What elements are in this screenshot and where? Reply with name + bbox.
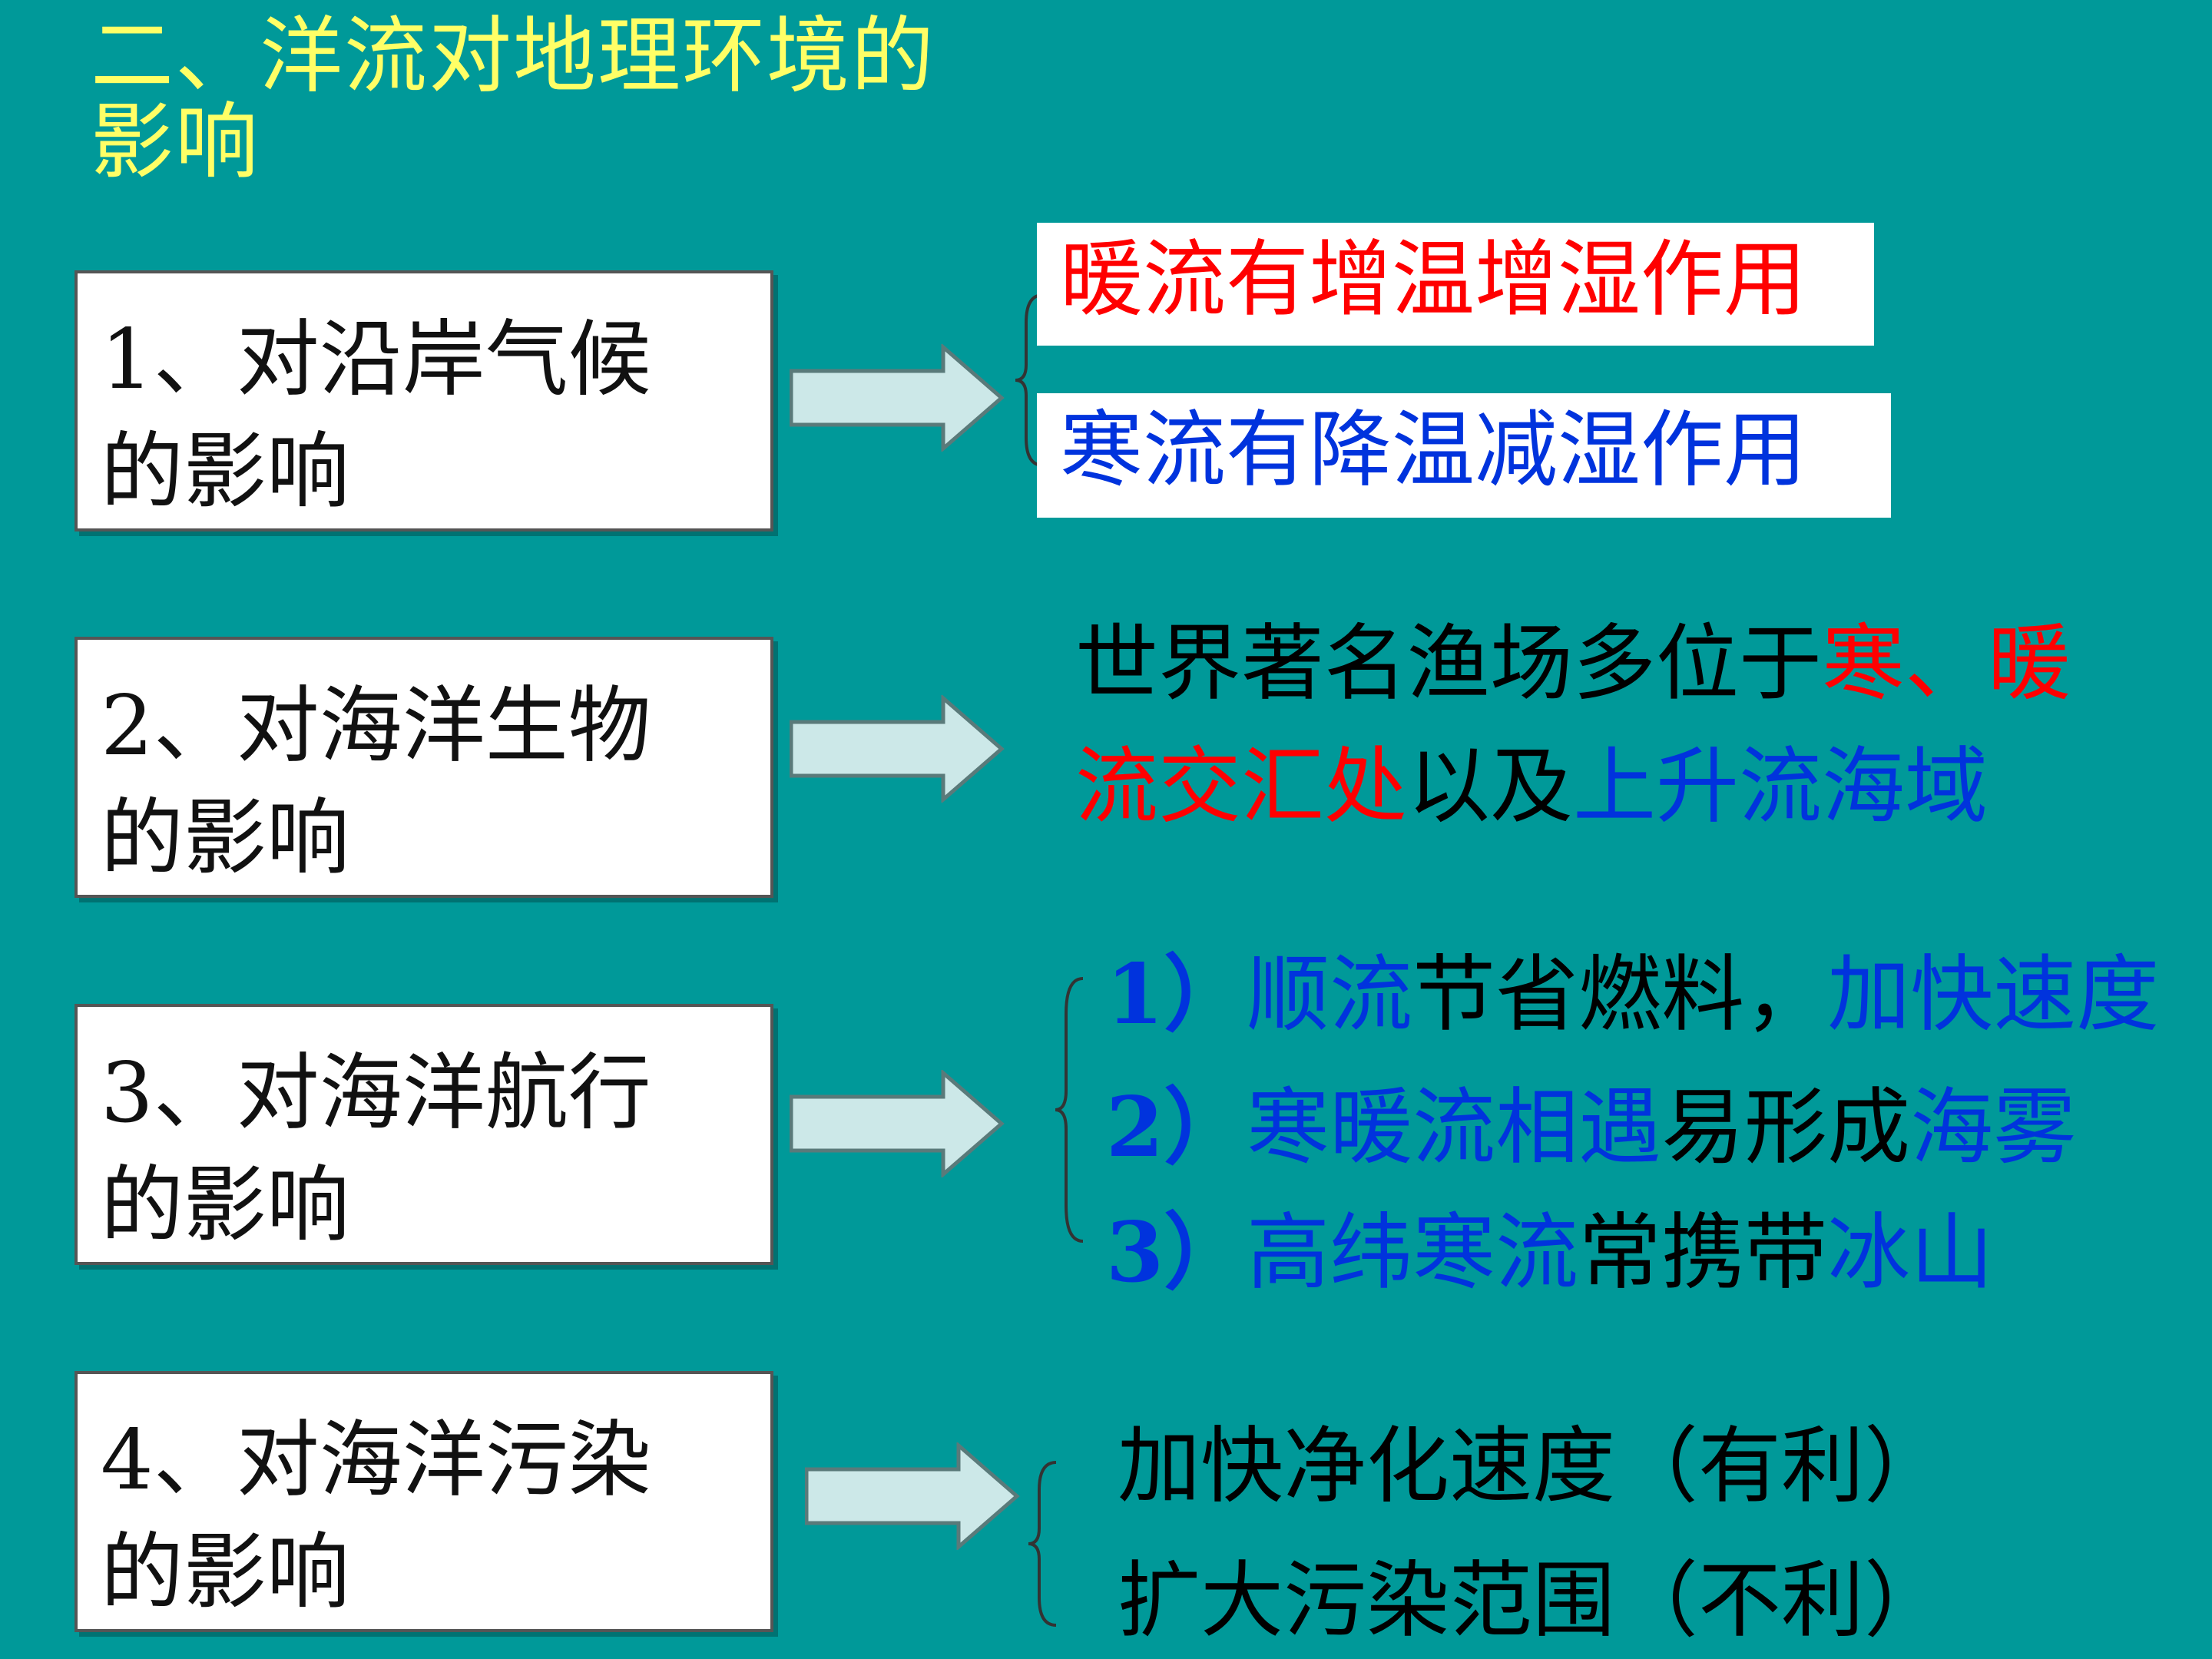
pollution-harm: 扩大污染范围（不利） bbox=[1118, 1553, 1948, 1649]
topic-label-line2: 的影响 bbox=[101, 424, 350, 520]
navigation-item-highlight: 冰山 bbox=[1827, 1205, 1994, 1301]
slide-title-line2: 影响 bbox=[91, 94, 260, 190]
fishery-highlight-warm-cold: 寒、暖 bbox=[1822, 616, 2071, 712]
fishery-text: 世界著名渔场多位于 bbox=[1075, 616, 1823, 712]
navigation-item-text: 易形成 bbox=[1661, 1080, 1911, 1176]
topic-label-line1: 2、对海洋生物 bbox=[101, 678, 651, 774]
arrow-right-icon bbox=[790, 695, 1005, 803]
topic-box-biology: 2、对海洋生物 的影响 bbox=[75, 637, 773, 898]
navigation-item-number: 1） bbox=[1106, 946, 1247, 1043]
slide-title: 二、洋流对地理环境的 影响 bbox=[91, 14, 935, 186]
topic-label-line1: 4、对海洋污染 bbox=[101, 1412, 651, 1508]
fishery-line1: 世界著名渔场多位于寒、暖 bbox=[1075, 607, 2071, 722]
navigation-item-text: 常携带 bbox=[1578, 1205, 1828, 1301]
navigation-item-1: 1）顺流节省燃料，加快速度 bbox=[1106, 937, 2159, 1053]
topic-label-line2: 的影响 bbox=[101, 790, 350, 886]
navigation-item-2: 2）寒暖流相遇易形成海雾 bbox=[1106, 1070, 2076, 1186]
cold-current-effect: 寒流有降温减湿作用 bbox=[1037, 393, 1891, 518]
arrow-right-icon bbox=[805, 1442, 1020, 1550]
topic-label-line1: 1、对沿岸气候 bbox=[101, 312, 651, 408]
fishery-line2: 流交汇处以及上升流海域 bbox=[1075, 730, 1988, 845]
brace-icon bbox=[1028, 1461, 1057, 1627]
topic-box-navigation: 3、对海洋航行 的影响 bbox=[75, 1004, 773, 1265]
fishery-highlight-confluence: 流交汇处 bbox=[1075, 739, 1408, 835]
navigation-item-highlight: 加快速度 bbox=[1827, 947, 2160, 1043]
fishery-highlight-upwelling: 上升流海域 bbox=[1573, 739, 1988, 835]
arrow-right-icon bbox=[790, 1070, 1005, 1177]
topic-box-pollution: 4、对海洋污染 的影响 bbox=[75, 1371, 773, 1632]
navigation-item-text: 节省燃料， bbox=[1412, 947, 1828, 1043]
navigation-item-number: 3） bbox=[1106, 1204, 1247, 1301]
fishery-text-and: 以及 bbox=[1407, 739, 1574, 835]
slide-title-line1: 二、洋流对地理环境的 bbox=[91, 8, 936, 104]
brace-icon bbox=[1055, 977, 1084, 1243]
topic-box-climate: 1、对沿岸气候 的影响 bbox=[75, 270, 773, 531]
topic-label-line1: 3、对海洋航行 bbox=[101, 1045, 651, 1141]
warm-current-effect: 暖流有增温增湿作用 bbox=[1037, 223, 1874, 346]
navigation-item-highlight: 高纬寒流 bbox=[1247, 1205, 1579, 1301]
navigation-item-highlight: 海雾 bbox=[1910, 1080, 2077, 1176]
navigation-item-highlight: 顺流 bbox=[1247, 947, 1413, 1043]
brace-icon bbox=[1015, 293, 1044, 467]
pollution-benefit: 加快净化速度（有利） bbox=[1118, 1419, 1948, 1515]
navigation-item-3: 3）高纬寒流常携带冰山 bbox=[1106, 1195, 1993, 1311]
topic-label-line2: 的影响 bbox=[101, 1525, 350, 1621]
topic-label-line2: 的影响 bbox=[101, 1157, 350, 1253]
navigation-item-number: 2） bbox=[1106, 1079, 1247, 1176]
navigation-item-highlight: 寒暖流相遇 bbox=[1247, 1080, 1662, 1176]
arrow-right-icon bbox=[790, 344, 1005, 452]
